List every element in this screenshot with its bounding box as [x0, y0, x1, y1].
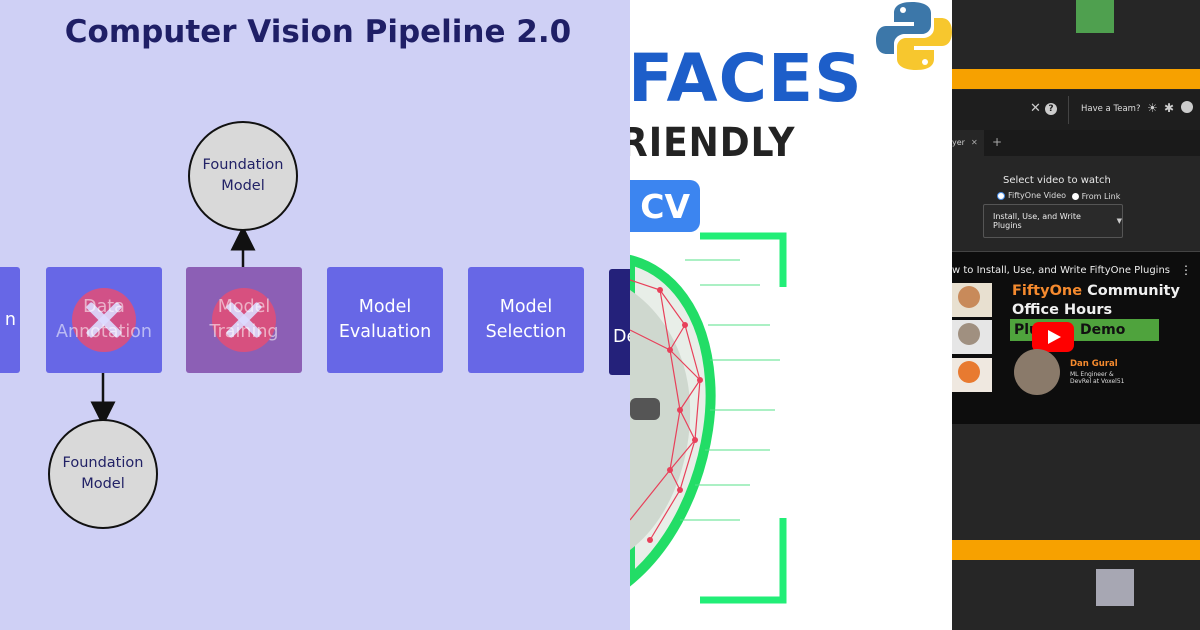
- presenter-role: DevRel at Voxel51: [1070, 378, 1125, 385]
- plugins-banner-end: Demo: [1080, 322, 1126, 338]
- pipeline-title: Computer Vision Pipeline 2.0: [64, 14, 572, 50]
- step-label: De: [613, 327, 630, 347]
- radio-fiftyone-video[interactable]: FiftyOne Video: [997, 191, 1066, 200]
- tab-video-player[interactable]: yer ✕: [952, 130, 984, 156]
- office-hours-label: Office Hours: [1012, 302, 1113, 318]
- tab-close-icon[interactable]: ✕: [971, 138, 978, 147]
- select-value: Install, Use, and Write Plugins: [993, 212, 1081, 230]
- radio-unselected-icon: [1071, 192, 1079, 200]
- youtube-play-button[interactable]: [1032, 322, 1074, 352]
- cross-icon: [212, 288, 276, 352]
- faces-subtitle: RIENDLY: [630, 120, 796, 166]
- pipeline-step-model-training: Model Training: [186, 267, 302, 373]
- have-a-team-button[interactable]: Have a Team?: [1081, 104, 1141, 114]
- slack-icon[interactable]: ✱: [1164, 101, 1175, 115]
- brand-name: FiftyOne: [1012, 283, 1083, 299]
- orange-bar-top: [952, 69, 1200, 89]
- avatar: [952, 283, 992, 317]
- cross-icon: [72, 288, 136, 352]
- step-label: Data Annotation: [56, 297, 152, 342]
- step-label: n: [4, 309, 16, 330]
- step-label: Model Selection: [485, 297, 567, 342]
- panel-tab-row: yer ✕ +: [952, 130, 1200, 156]
- github-icon[interactable]: [1181, 101, 1193, 113]
- face-mesh-illustration: [630, 232, 787, 604]
- pipeline-step-partial-right: De: [609, 269, 630, 375]
- help-icon[interactable]: ?: [1045, 103, 1057, 115]
- green-block: [1076, 0, 1114, 33]
- fiftyone-app-panel: ✕ ? Have a Team? ☀ ✱ yer ✕ + Select vide…: [952, 0, 1200, 630]
- python-logo-icon: [876, 2, 952, 70]
- avatar: [952, 320, 992, 354]
- radio-from-link[interactable]: From Link: [1071, 191, 1121, 201]
- radio-selected-icon: [997, 191, 1005, 200]
- faces-title: FACES: [630, 40, 863, 117]
- chevron-down-icon: ▼: [1116, 217, 1122, 225]
- brand-rest: Community: [1087, 283, 1180, 299]
- app-header: ✕ ? Have a Team? ☀ ✱: [952, 90, 1200, 130]
- step-label: Model Training: [209, 297, 279, 342]
- pipeline-connectors: [90, 225, 256, 427]
- radio-label: From Link: [1081, 191, 1121, 201]
- radio-group: FiftyOne Video From Link: [997, 191, 1120, 202]
- cv-badge-label: CV: [640, 186, 690, 226]
- pipeline-step-partial-left: n: [0, 267, 20, 373]
- gray-block: [1096, 569, 1134, 606]
- divider: [1068, 96, 1069, 124]
- foundation-model-node-bottom: Foundation Model: [48, 419, 158, 529]
- more-options-icon[interactable]: ⋮: [1180, 263, 1192, 277]
- foundation-label: Foundation Model: [62, 455, 144, 492]
- avatar: [952, 358, 992, 392]
- pipeline-step-data-annotation: Data Annotation: [46, 267, 162, 373]
- cv-badge: CV: [630, 180, 700, 232]
- video-select-dropdown[interactable]: Install, Use, and Write Plugins ▼: [983, 204, 1123, 238]
- radio-label: FiftyOne Video: [1008, 191, 1067, 200]
- tab-label: yer: [952, 138, 965, 147]
- person-icon: [958, 323, 980, 345]
- person-icon: [958, 361, 980, 383]
- person-icon: [958, 286, 980, 308]
- presenter-name: Dan Gural: [1070, 359, 1118, 369]
- pipeline-panel: Computer Vision Pipeline 2.0 n Data Anno…: [0, 0, 630, 630]
- office-hours-title: FiftyOne Community Office Hours: [1012, 282, 1180, 320]
- theme-toggle-icon[interactable]: ☀: [1147, 101, 1158, 115]
- faces-thumbnail-panel: FACES RIENDLY CV: [630, 0, 952, 630]
- foundation-model-node-top: Foundation Model: [188, 121, 298, 231]
- close-icon[interactable]: ✕: [1030, 101, 1041, 116]
- presenter-info: Dan Gural ML Engineer & DevRel at Voxel5…: [1070, 359, 1124, 385]
- step-label: Model Evaluation: [338, 297, 432, 342]
- foundation-label: Foundation Model: [202, 157, 284, 194]
- presenter-avatar: [1014, 349, 1060, 395]
- presenter-role: ML Engineer &: [1070, 371, 1114, 378]
- pipeline-step-model-evaluation: Model Evaluation: [327, 267, 443, 373]
- video-title: w to Install, Use, and Write FiftyOne Pl…: [952, 265, 1170, 276]
- select-heading: Select video to watch: [1003, 175, 1111, 186]
- add-tab-icon[interactable]: +: [992, 135, 1003, 149]
- pipeline-step-model-selection: Model Selection: [468, 267, 584, 373]
- orange-bar-bottom: [952, 540, 1200, 560]
